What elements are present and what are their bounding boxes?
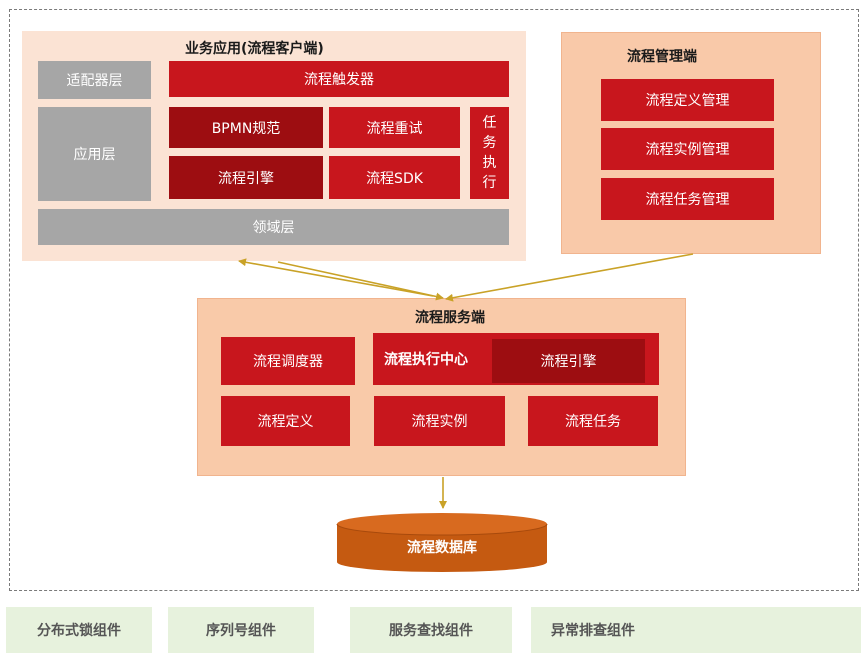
process-scheduler: 流程调度器 — [221, 337, 355, 385]
task-execution: 任 务 执 行 — [470, 107, 509, 199]
process-retry: 流程重试 — [329, 107, 460, 148]
service-title: 流程服务端 — [415, 310, 485, 326]
exception-diagnosis-component: 异常排查组件 — [531, 607, 861, 653]
process-instance: 流程实例 — [374, 396, 505, 446]
task-management: 流程任务管理 — [601, 178, 774, 220]
task-execution-char: 务 — [482, 135, 497, 151]
management-title: 流程管理端 — [627, 49, 697, 65]
sequence-number-component: 序列号组件 — [168, 607, 314, 653]
bpmn-spec: BPMN规范 — [169, 107, 323, 148]
process-task: 流程任务 — [528, 396, 658, 446]
database-cylinder — [336, 513, 548, 572]
adapter-layer: 适配器层 — [38, 61, 151, 99]
task-execution-char: 行 — [482, 175, 497, 191]
service-discovery-component: 服务查找组件 — [350, 607, 512, 653]
task-execution-char: 任 — [482, 115, 497, 131]
arrow-client-to-service — [277, 261, 444, 301]
domain-layer: 领域层 — [38, 209, 509, 245]
client-title: 业务应用(流程客户端) — [185, 41, 324, 57]
task-execution-char: 执 — [482, 155, 497, 171]
system-boundary — [9, 9, 859, 591]
distributed-lock-component: 分布式锁组件 — [6, 607, 152, 653]
process-definition: 流程定义 — [221, 396, 350, 446]
database-label: 流程数据库 — [407, 540, 477, 556]
execution-center-label: 流程执行中心 — [384, 352, 468, 368]
arrow-management-to-service — [445, 253, 694, 302]
app-layer: 应用层 — [38, 107, 151, 201]
client-process-engine: 流程引擎 — [169, 156, 323, 199]
service-process-engine: 流程引擎 — [492, 339, 645, 383]
arrow-service-to-client — [238, 258, 434, 297]
definition-management: 流程定义管理 — [601, 79, 774, 121]
process-sdk: 流程SDK — [329, 156, 460, 199]
instance-management: 流程实例管理 — [601, 128, 774, 170]
process-trigger: 流程触发器 — [169, 61, 509, 97]
service-panel — [197, 298, 686, 476]
